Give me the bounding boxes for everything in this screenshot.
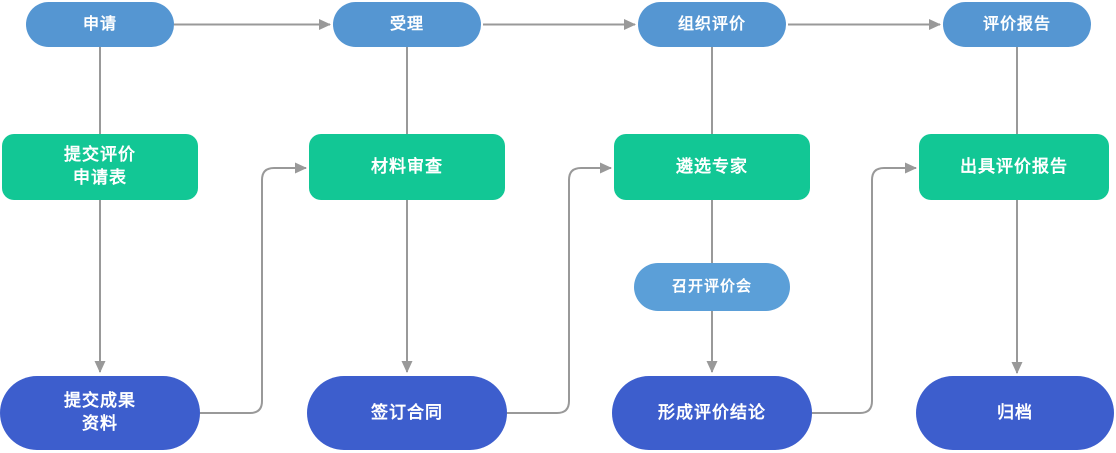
stage-node-evaluation-report: 评价报告 [943, 2, 1091, 47]
arrow-result3-process4 [812, 162, 917, 414]
result-node-form-evaluation-conclusion: 形成评价结论 [612, 376, 812, 450]
result-node-submit-achievement-materials: 提交成果 资料 [0, 376, 200, 450]
stage-node-organize-evaluation: 组织评价 [638, 2, 786, 47]
arrow-result2-process3 [507, 162, 612, 414]
arrow-result1-process2 [200, 162, 307, 414]
result-node-archive: 归档 [916, 376, 1114, 450]
process-node-select-experts: 遴选专家 [614, 134, 810, 200]
process-node-material-review: 材料审查 [309, 134, 505, 200]
process-node-submit-application-form: 提交评价 申请表 [2, 134, 198, 200]
process-node-issue-evaluation-report: 出具评价报告 [919, 134, 1109, 200]
stage-node-accept: 受理 [333, 2, 481, 47]
meeting-node-hold-evaluation-meeting: 召开评价会 [634, 263, 790, 311]
result-node-sign-contract: 签订合同 [307, 376, 507, 450]
stage-node-apply: 申请 [26, 2, 174, 47]
